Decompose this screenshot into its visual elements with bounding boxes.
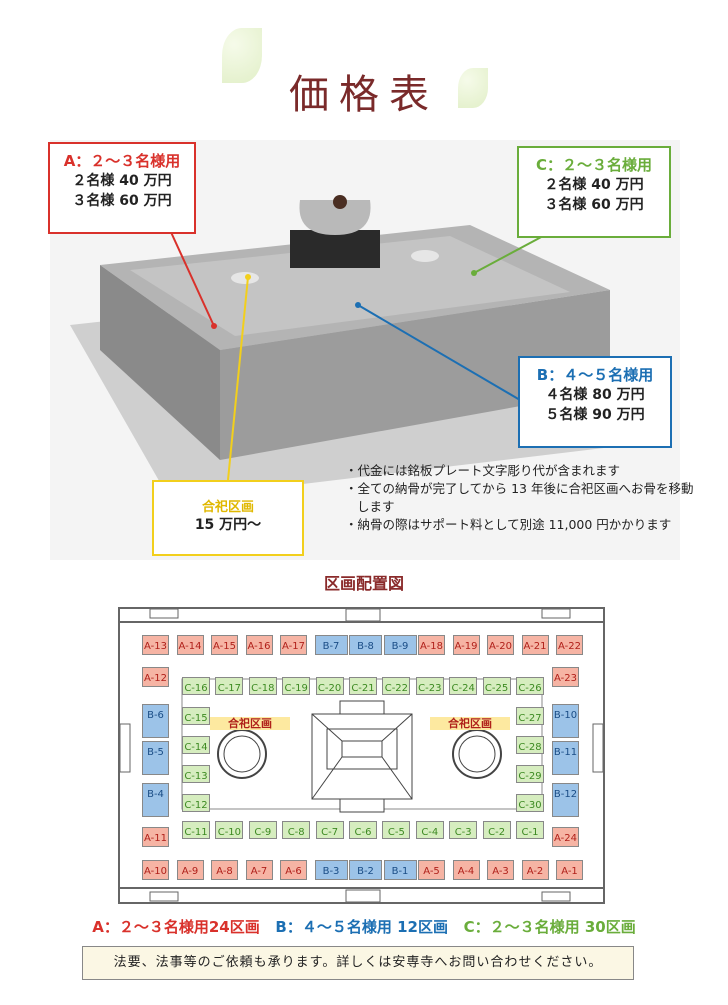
plot-cell: A-9 — [176, 860, 204, 880]
plot-cell: A-5 — [418, 860, 445, 880]
plot-cell: C-24 — [449, 677, 478, 695]
plot-cell: C-5 — [382, 821, 411, 839]
callout-c-line1: ２名様 40 万円 — [544, 177, 644, 193]
leader-lines — [169, 229, 546, 481]
leaf-decoration — [222, 28, 262, 83]
legend: A：２〜３名様用24区画 B：４〜５名様用 12区画 C：２〜３名様用 30区画 — [0, 916, 728, 937]
plot-cell: B-8 — [349, 635, 382, 655]
plot-cell: A-13 — [142, 635, 169, 655]
plot-cell: C-16 — [182, 677, 210, 695]
plot-cell: C-1 — [516, 821, 544, 839]
footer-message: 法要、法事等のご依頼も承ります。詳しくは安専寺へお問い合わせください。 — [82, 946, 634, 980]
plot-cell: B-12 — [552, 783, 579, 817]
plot-cell: C-30 — [516, 794, 544, 812]
map-title: 区画配置図 — [323, 574, 404, 593]
callout-c-line2: ３名様 60 万円 — [544, 197, 644, 213]
plot-cell: B-1 — [383, 860, 417, 880]
plot-cell: C-13 — [182, 765, 210, 783]
plot-cell: C-18 — [248, 677, 277, 695]
plot-cell: C-23 — [415, 677, 444, 695]
plot-cell: C-25 — [482, 677, 511, 695]
leaf-decoration — [458, 68, 488, 108]
callout-c-heading: C：２〜３名様用 — [535, 156, 652, 174]
note-item: ・納骨の際はサポート料として別途 11,000 円かかります — [345, 517, 672, 532]
plot-cell: C-4 — [415, 821, 444, 839]
plot-cell: A-18 — [418, 635, 445, 655]
plot-cell: C-26 — [516, 677, 544, 695]
zone-label-right: 合祀区画 — [430, 717, 510, 730]
callout-a-line2: ３名様 60 万円 — [72, 193, 172, 209]
callout-a: A：２〜３名様用 ２名様 40 万円 ３名様 60 万円 — [48, 142, 196, 234]
plot-cell: C-21 — [349, 677, 377, 695]
callout-a-heading: A：２〜３名様用 — [63, 152, 181, 170]
plot-cell: A-15 — [211, 635, 238, 655]
plot-cell: C-15 — [182, 707, 210, 725]
plot-cell: B-5 — [142, 741, 169, 775]
plot-cell: B-10 — [552, 704, 579, 738]
callout-gou-line1: 15 万円〜 — [194, 517, 262, 533]
plot-cell: A-11 — [142, 827, 169, 847]
callout-c: C：２〜３名様用 ２名様 40 万円 ３名様 60 万円 — [517, 146, 671, 238]
plot-cell: A-19 — [452, 635, 480, 655]
callout-b-line2: ５名様 90 万円 — [545, 407, 645, 423]
plot-cell: A-21 — [521, 635, 549, 655]
plot-cell: C-27 — [516, 707, 544, 725]
note-item: ・全ての納骨が完了してから 13 年後に合祀区画へお骨を移動します — [345, 481, 694, 514]
plot-cell: A-6 — [280, 860, 307, 880]
plot-cell: C-7 — [315, 821, 344, 839]
legend-c: C：２〜３名様用 30区画 — [463, 918, 636, 936]
callout-gou: 合祀区画 15 万円〜 — [152, 480, 304, 556]
plot-cell: C-9 — [248, 821, 277, 839]
plot-cell: C-14 — [182, 736, 210, 754]
plot-cell: B-3 — [314, 860, 348, 880]
plot-cell: A-2 — [521, 860, 549, 880]
legend-b: B：４〜５名様用 12区画 — [275, 918, 448, 936]
page-title: 価格表 — [289, 72, 439, 118]
callout-b: B：４〜５名様用 ４名様 80 万円 ５名様 90 万円 — [518, 356, 672, 448]
plot-cell: C-11 — [182, 821, 210, 839]
plot-cell: A-20 — [487, 635, 514, 655]
plot-cell: C-12 — [182, 794, 210, 812]
notes: ・代金には銘板プレート文字彫り代が含まれます ・全ての納骨が完了してから 13 … — [345, 462, 705, 534]
plot-cell: B-6 — [142, 704, 169, 738]
plot-cell: A-4 — [452, 860, 480, 880]
plot-cell: C-20 — [315, 677, 344, 695]
plot-cell: C-10 — [215, 821, 244, 839]
plot-cell: A-22 — [556, 635, 583, 655]
plot-cell: A-17 — [280, 635, 307, 655]
plot-cell: C-8 — [282, 821, 311, 839]
plot-cell: A-14 — [176, 635, 204, 655]
plot-cell: A-10 — [142, 860, 169, 880]
callout-b-line1: ４名様 80 万円 — [545, 387, 645, 403]
plot-cell: C-29 — [516, 765, 544, 783]
plot-cell: A-16 — [245, 635, 273, 655]
plot-cell: B-11 — [552, 741, 579, 775]
plot-cell: C-6 — [349, 821, 377, 839]
plot-cell: A-3 — [487, 860, 514, 880]
plot-cell: B-9 — [383, 635, 417, 655]
plot-cell: C-19 — [282, 677, 311, 695]
plot-cell: A-7 — [245, 860, 273, 880]
plot-cell: B-4 — [142, 783, 169, 817]
callout-a-line1: ２名様 40 万円 — [72, 173, 172, 189]
plot-cell: C-22 — [382, 677, 411, 695]
plot-cell: A-12 — [142, 667, 169, 687]
note-item: ・代金には銘板プレート文字彫り代が含まれます — [345, 463, 621, 478]
plot-cell: B-7 — [314, 635, 348, 655]
zone-label-left: 合祀区画 — [210, 717, 290, 730]
plot-cell: A-1 — [556, 860, 583, 880]
legend-a: A：２〜３名様用24区画 — [92, 918, 260, 936]
plot-cell: C-3 — [449, 821, 478, 839]
plot-cell: A-24 — [552, 827, 579, 847]
callout-b-heading: B：４〜５名様用 — [536, 366, 654, 384]
plot-cell: A-8 — [211, 860, 238, 880]
plot-cell: A-23 — [552, 667, 579, 687]
callout-gou-heading: 合祀区画 — [201, 500, 254, 515]
plot-cell: C-17 — [215, 677, 244, 695]
plot-cell: C-2 — [482, 821, 511, 839]
plot-cell: B-2 — [349, 860, 382, 880]
plot-cell: C-28 — [516, 736, 544, 754]
